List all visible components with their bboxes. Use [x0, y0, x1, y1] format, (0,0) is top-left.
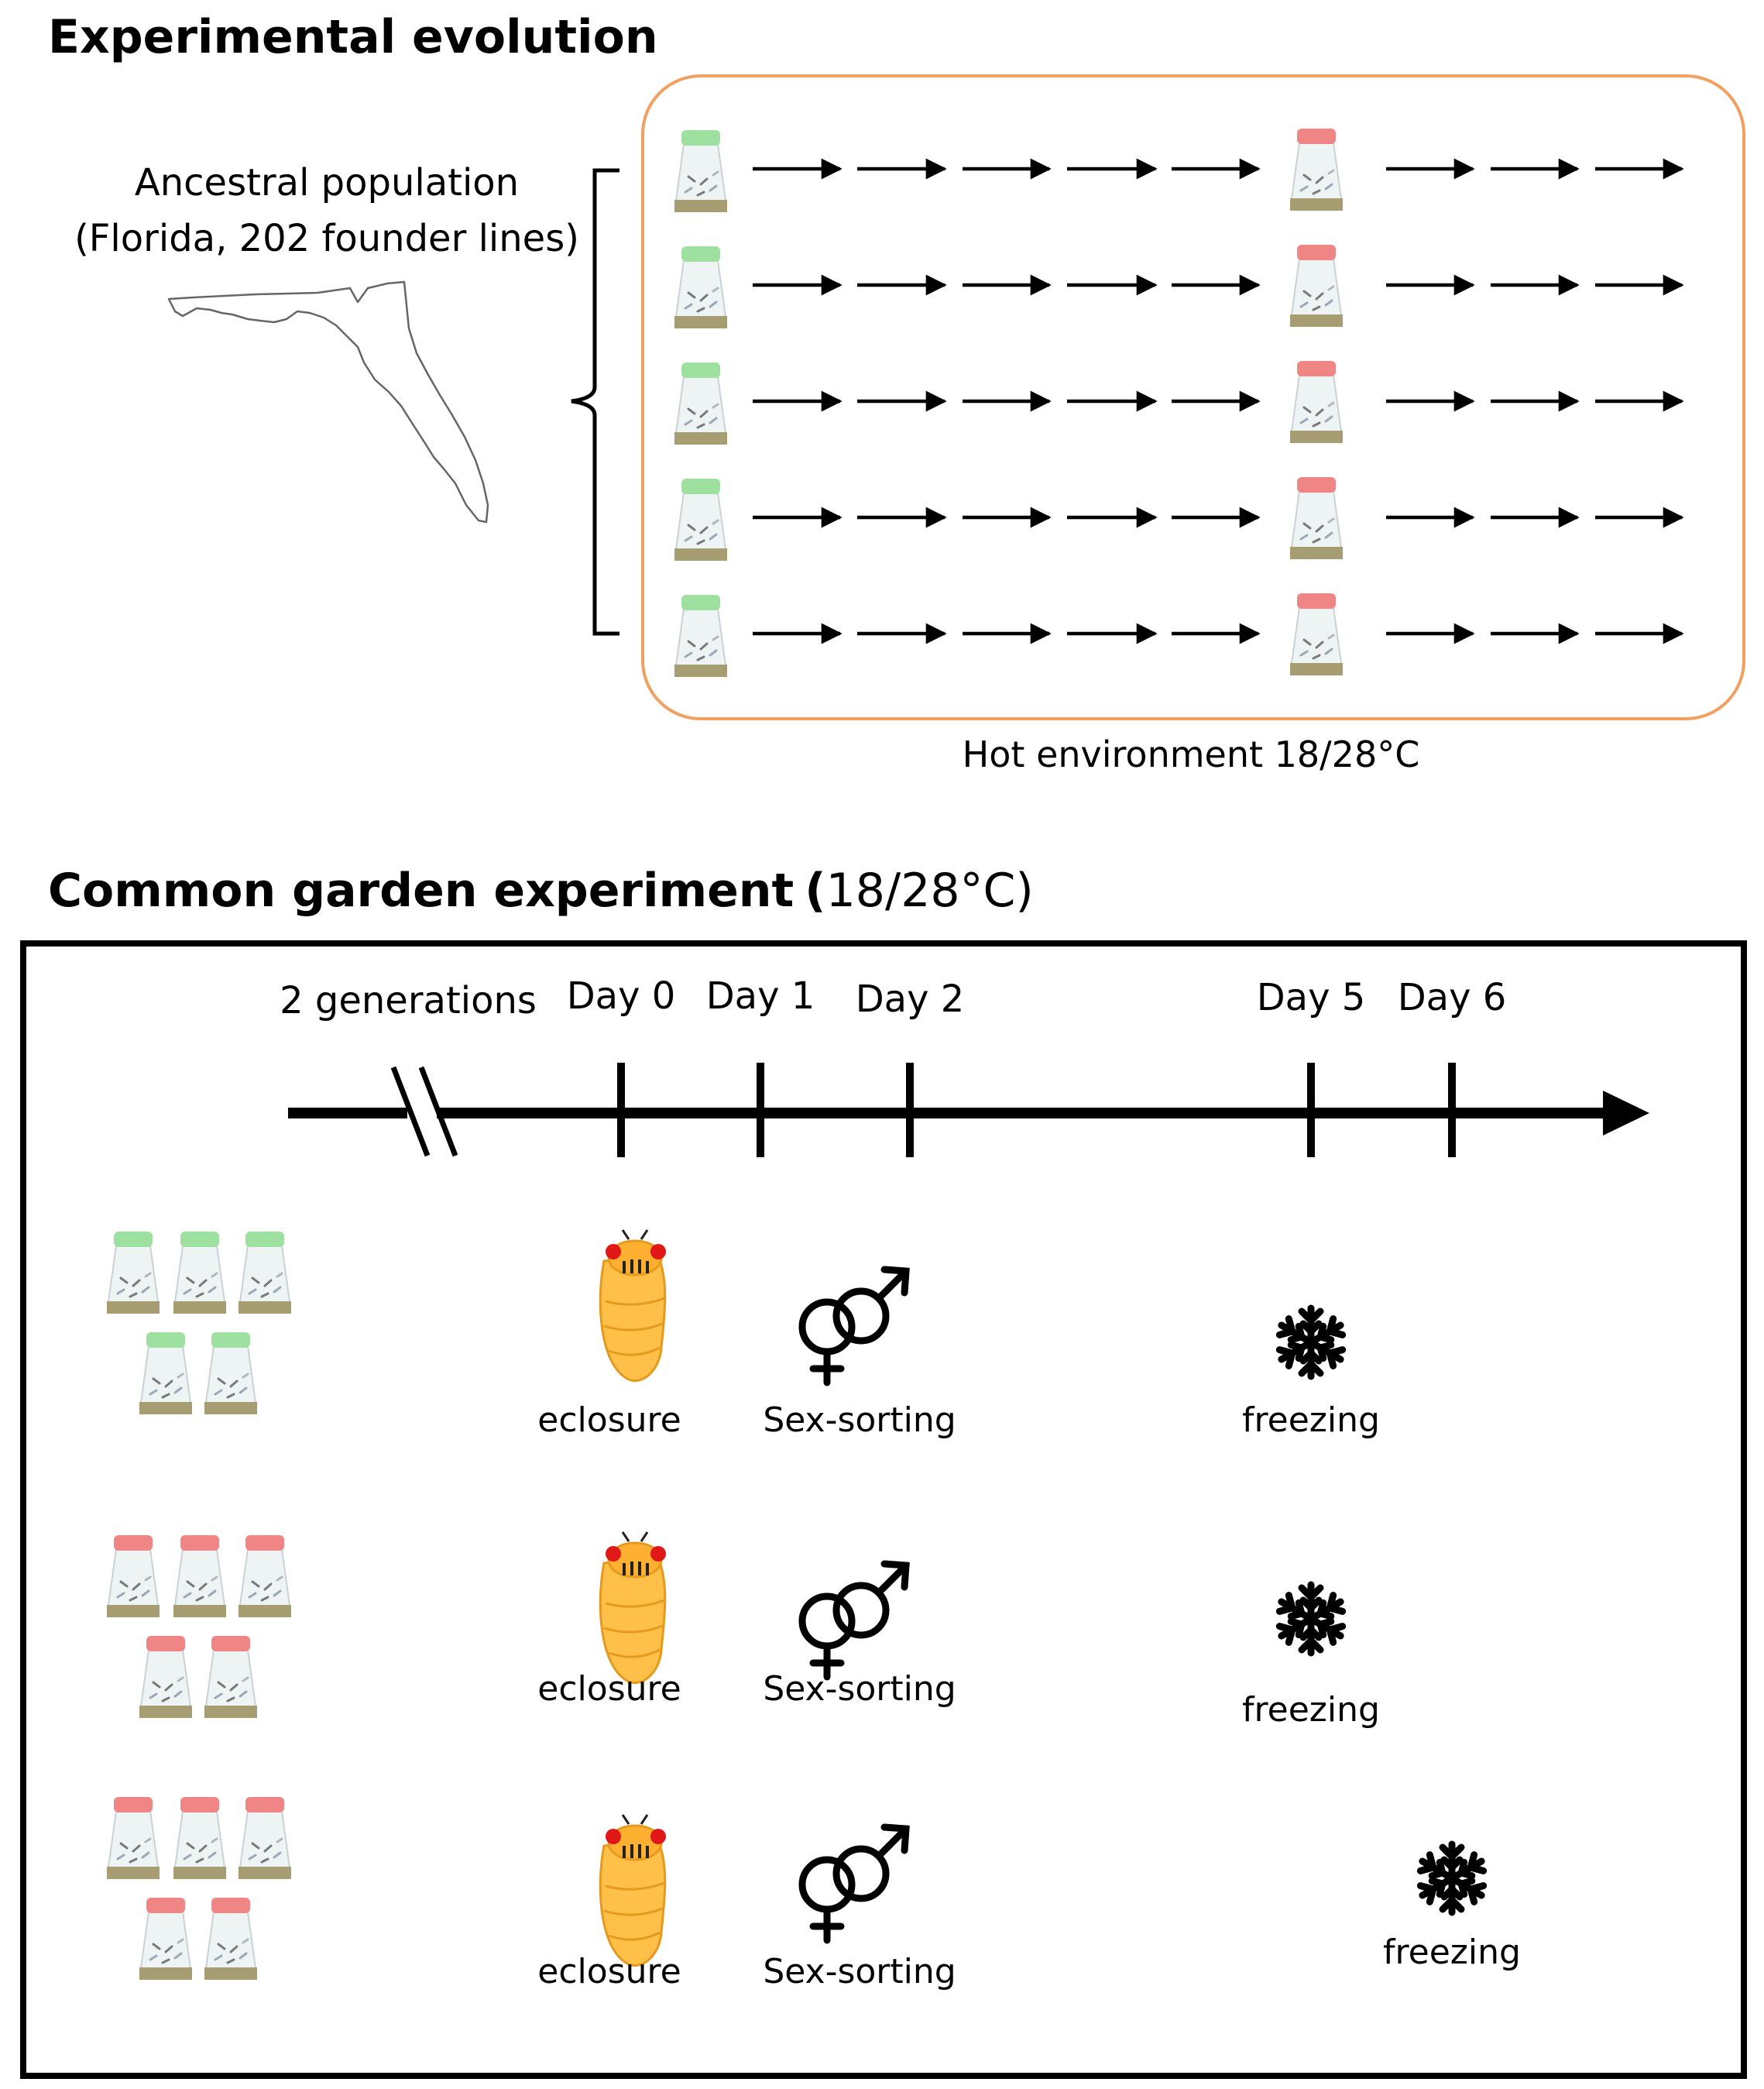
- red-vial-icon: [173, 1535, 226, 1617]
- snowflake-icon: [1277, 1308, 1345, 1376]
- section-title-experimental-evolution: Experimental evolution: [48, 10, 658, 64]
- sex-sorting-label: Sex-sorting: [763, 1400, 956, 1440]
- timeline-arrowhead: [1603, 1091, 1649, 1136]
- green-vial-icon: [239, 1232, 291, 1314]
- common-garden-title-temp: 18/28°C): [826, 864, 1034, 918]
- timeline-day-label: Day 5: [1257, 976, 1366, 1019]
- ancestral-label-line1: Ancestral population: [135, 161, 519, 204]
- timeline: Day 0 Day 1 Day 2 Day 5 Day 6 2 generations: [280, 974, 1649, 1157]
- green-vial-icon: [204, 1332, 257, 1414]
- red-vial-icon: [139, 1636, 192, 1718]
- snowflake-icon: [1418, 1844, 1486, 1912]
- eclosure-label: eclosure: [537, 1400, 681, 1440]
- snowflake-icon: [1277, 1585, 1345, 1653]
- timeline-day-label: Day 2: [856, 978, 965, 1021]
- green-vial-icon: [674, 595, 727, 677]
- section-title-common-garden: Common garden experiment(18/28°C): [48, 864, 1034, 918]
- fly-icon: [599, 1228, 668, 1383]
- eclosure-label: eclosure: [537, 1952, 681, 1991]
- sex-sorting-label: Sex-sorting: [763, 1952, 956, 1991]
- green-vial-icon: [674, 246, 727, 328]
- common-garden-title-bold: Common garden experiment: [48, 864, 794, 918]
- sex-sorting-label: Sex-sorting: [763, 1669, 956, 1709]
- timeline-break-mark: [390, 1066, 458, 1157]
- experiment-row: eclosure Sex-sorting freezing: [107, 1531, 1380, 1730]
- common-garden-box: [20, 940, 1747, 2079]
- evolution-row: [674, 245, 1684, 328]
- eclosure-label: eclosure: [537, 1669, 681, 1709]
- red-vial-icon: [239, 1535, 291, 1617]
- green-vial-icon: [674, 479, 727, 561]
- evolution-row: [674, 477, 1684, 561]
- sex-symbol-icon: [802, 1564, 906, 1677]
- red-vial-icon: [1290, 593, 1343, 675]
- green-vial-icon: [674, 130, 727, 212]
- timeline-day-label: Day 6: [1398, 976, 1507, 1019]
- red-vial-icon: [1290, 129, 1343, 211]
- red-vial-icon: [107, 1535, 160, 1617]
- red-vial-icon: [1290, 245, 1343, 327]
- timeline-label-two-generations: 2 generations: [280, 979, 537, 1022]
- green-vial-icon: [674, 362, 727, 445]
- red-vial-icon: [239, 1797, 291, 1879]
- green-vial-icon: [173, 1232, 226, 1314]
- freezing-label: freezing: [1242, 1690, 1380, 1730]
- red-vial-icon: [204, 1636, 257, 1718]
- experiment-row: eclosure Sex-sorting freezing: [107, 1797, 1521, 1991]
- freezing-label: freezing: [1383, 1933, 1521, 1972]
- timeline-day-label: Day 1: [706, 974, 815, 1018]
- replicate-bracket: [571, 168, 619, 636]
- hot-environment-box: [641, 74, 1745, 720]
- timeline-day-label: Day 0: [567, 974, 676, 1018]
- florida-map-outline: [167, 280, 489, 524]
- evolution-replicate-rows: [674, 129, 1684, 677]
- evolution-row: [674, 361, 1684, 445]
- evolution-row: [674, 129, 1684, 212]
- fly-icon: [599, 1531, 668, 1685]
- hot-environment-label: Hot environment 18/28°C: [963, 734, 1420, 775]
- freezing-label: freezing: [1242, 1400, 1380, 1440]
- sex-symbol-icon: [802, 1270, 906, 1383]
- red-vial-icon: [1290, 361, 1343, 443]
- fly-icon: [599, 1813, 668, 1967]
- green-vial-icon: [139, 1332, 192, 1414]
- red-vial-icon: [139, 1898, 192, 1980]
- red-vial-icon: [107, 1797, 160, 1879]
- red-vial-icon: [173, 1797, 226, 1879]
- experiment-row: eclosure Sex-sorting freezing: [107, 1228, 1380, 1440]
- evolution-row: [674, 593, 1684, 677]
- green-vial-icon: [107, 1232, 160, 1314]
- common-garden-title-paren: (: [805, 864, 825, 918]
- ancestral-label-line2: (Florida, 202 founder lines): [74, 217, 579, 260]
- sex-symbol-icon: [802, 1827, 906, 1940]
- red-vial-icon: [204, 1898, 257, 1980]
- red-vial-icon: [1290, 477, 1343, 559]
